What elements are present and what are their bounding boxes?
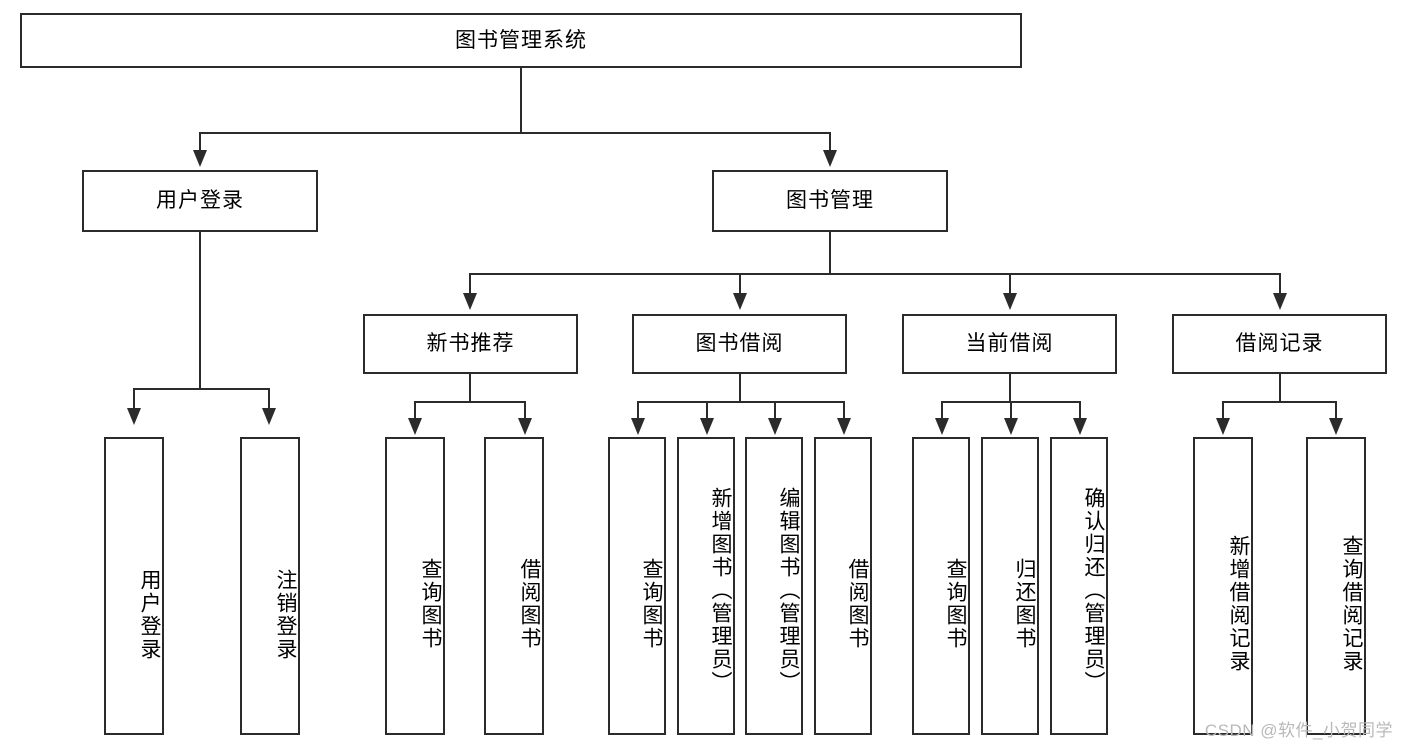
arrowhead-user-login — [193, 150, 207, 167]
leaf-bookborrow-borrow-book[interactable]: 借阅图书 — [814, 437, 872, 735]
arrowhead-borrow-record — [1273, 293, 1287, 310]
connector-bm-to-current-borrow — [1009, 273, 1011, 295]
connector-user-login-bus — [133, 388, 269, 390]
leaf-label: 查询图书 — [944, 558, 967, 650]
arrowhead-bookborrow-leaf1 — [631, 418, 645, 435]
leaf-bookborrow-query-book[interactable]: 查询图书 — [608, 437, 666, 735]
arrowhead-currentborrow-leaf3 — [1073, 418, 1087, 435]
connector-currentborrow-leaf1 — [941, 401, 943, 419]
leaf-label: 查询借阅记录 — [1340, 535, 1363, 673]
connector-user-login-stem — [199, 232, 201, 389]
arrowhead-bookborrow-leaf3 — [768, 418, 782, 435]
node-label: 借阅记录 — [1235, 332, 1324, 356]
arrowhead-book-management — [823, 150, 837, 167]
connector-currentborrow-stem — [1009, 374, 1011, 402]
connector-bm-to-borrow-record — [1279, 273, 1281, 295]
arrowhead-bookborrow-leaf4 — [837, 418, 851, 435]
leaf-borrowrecord-add-record[interactable]: 新增借阅记录 — [1193, 437, 1253, 735]
connector-bookborrow-bus — [637, 401, 845, 403]
leaf-label: 借阅图书 — [518, 558, 541, 650]
connector-book-management-bus — [469, 273, 1281, 275]
leaf-user-login[interactable]: 用户登录 — [104, 437, 164, 735]
csdn-watermark: CSDN @软件_小贺同学 — [1204, 721, 1393, 740]
leaf-label: 新增借阅记录 — [1227, 535, 1250, 673]
connector-bm-to-book-borrow — [739, 273, 741, 295]
leaf-bookborrow-edit-book-admin[interactable]: 编辑图书（管理员） — [745, 437, 803, 735]
leaf-label: 确认归还（管理员） — [1082, 486, 1105, 694]
node-label: 新书推荐 — [426, 332, 515, 356]
arrowhead-borrowrecord-leaf2 — [1329, 418, 1343, 435]
arrowhead-leaf-logout — [262, 408, 276, 425]
leaf-label: 借阅图书 — [846, 558, 869, 650]
node-book-management[interactable]: 图书管理 — [712, 170, 948, 232]
connector-book-management-stem — [829, 232, 831, 274]
node-label: 用户登录 — [156, 189, 244, 213]
node-label: 图书管理 — [786, 189, 874, 213]
arrowhead-new-book-recommend — [463, 293, 477, 310]
connector-borrowrecord-bus — [1222, 401, 1337, 403]
connector-borrowrecord-leaf1 — [1222, 401, 1224, 419]
leaf-currentborrow-query-book[interactable]: 查询图书 — [912, 437, 970, 735]
connector-borrowrecord-stem — [1279, 374, 1281, 402]
arrowhead-newbook-leaf1 — [408, 418, 422, 435]
leaf-label: 查询图书 — [640, 558, 663, 650]
node-label: 当前借阅 — [965, 332, 1054, 356]
leaf-label: 注销登录 — [274, 569, 297, 661]
arrowhead-currentborrow-leaf1 — [935, 418, 949, 435]
leaf-newbook-query-book[interactable]: 查询图书 — [385, 437, 445, 735]
connector-newbook-bus — [414, 401, 526, 403]
connector-root-bus — [199, 132, 831, 134]
node-current-borrow[interactable]: 当前借阅 — [902, 314, 1117, 374]
connector-borrowrecord-leaf2 — [1335, 401, 1337, 419]
node-label: 图书借阅 — [695, 332, 784, 356]
leaf-currentborrow-confirm-return-admin[interactable]: 确认归还（管理员） — [1050, 437, 1108, 735]
arrowhead-currentborrow-leaf2 — [1004, 418, 1018, 435]
connector-root-to-user-login — [199, 132, 201, 152]
leaf-label: 查询图书 — [419, 558, 442, 650]
connector-newbook-leaf2 — [524, 401, 526, 419]
connector-bookborrow-leaf3 — [774, 401, 776, 419]
leaf-label: 新增图书（管理员） — [709, 486, 732, 694]
node-label: 图书管理系统 — [455, 28, 587, 52]
connector-bookborrow-leaf4 — [843, 401, 845, 419]
connector-newbook-stem — [469, 374, 471, 402]
arrowhead-current-borrow — [1003, 293, 1017, 310]
leaf-newbook-borrow-book[interactable]: 借阅图书 — [484, 437, 544, 735]
node-book-borrow[interactable]: 图书借阅 — [632, 314, 847, 374]
leaf-label: 用户登录 — [138, 569, 161, 661]
arrowhead-bookborrow-leaf2 — [700, 418, 714, 435]
node-new-book-recommend[interactable]: 新书推荐 — [363, 314, 578, 374]
arrowhead-book-borrow — [733, 293, 747, 310]
connector-bookborrow-leaf1 — [637, 401, 639, 419]
node-root-book-management-system[interactable]: 图书管理系统 — [20, 13, 1022, 68]
connector-user-login-leaf2 — [268, 388, 270, 410]
node-borrow-record[interactable]: 借阅记录 — [1172, 314, 1387, 374]
arrowhead-borrowrecord-leaf1 — [1216, 418, 1230, 435]
connector-bookborrow-leaf2 — [706, 401, 708, 419]
connector-bookborrow-stem — [739, 374, 741, 402]
leaf-currentborrow-return-book[interactable]: 归还图书 — [981, 437, 1039, 735]
connector-bm-to-new-book — [469, 273, 471, 295]
connector-currentborrow-leaf2 — [1010, 401, 1012, 419]
node-user-login[interactable]: 用户登录 — [82, 170, 318, 232]
connector-newbook-leaf1 — [414, 401, 416, 419]
arrowhead-newbook-leaf2 — [518, 418, 532, 435]
connector-currentborrow-leaf3 — [1079, 401, 1081, 419]
connector-root-stem — [520, 68, 522, 133]
leaf-bookborrow-add-book-admin[interactable]: 新增图书（管理员） — [677, 437, 735, 735]
leaf-logout-login[interactable]: 注销登录 — [240, 437, 300, 735]
arrowhead-leaf-user-login — [127, 408, 141, 425]
leaf-label: 编辑图书（管理员） — [777, 486, 800, 694]
connector-user-login-leaf1 — [133, 388, 135, 410]
leaf-borrowrecord-query-record[interactable]: 查询借阅记录 — [1306, 437, 1366, 735]
connector-root-to-book-management — [829, 132, 831, 152]
leaf-label: 归还图书 — [1013, 558, 1036, 650]
